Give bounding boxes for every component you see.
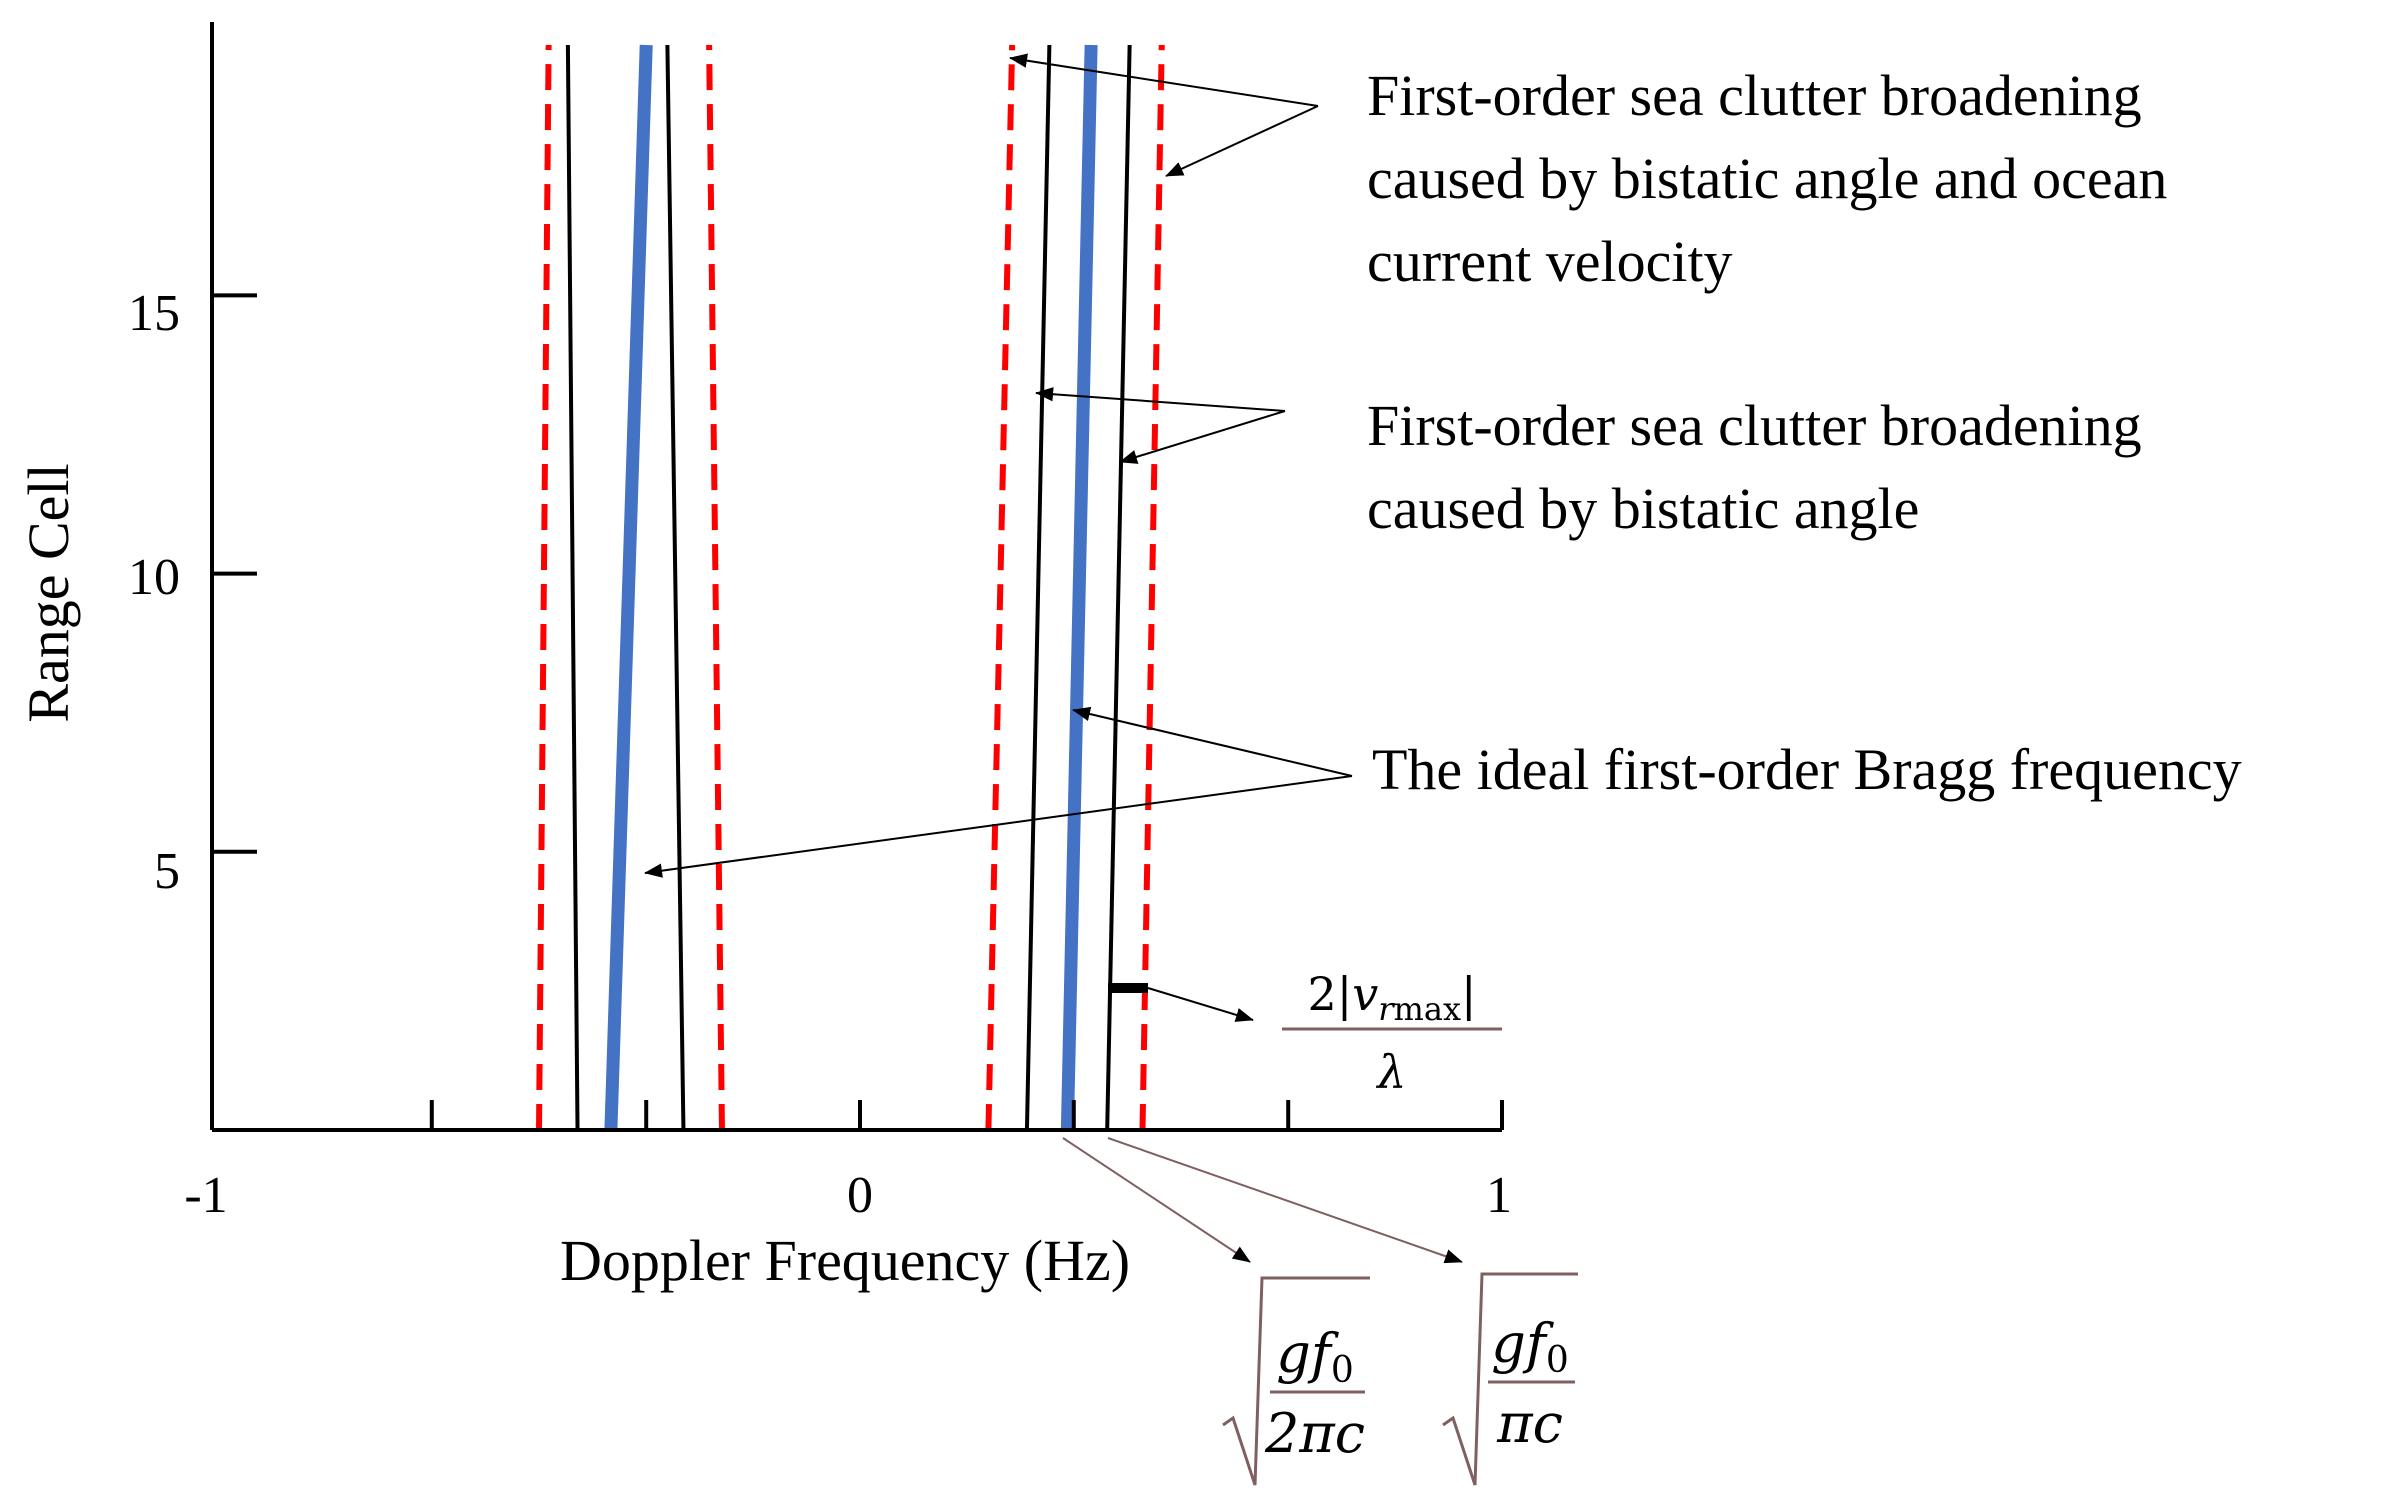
formula-sqrt-pi-sub0: 0 [1546, 1340, 1569, 1381]
annotation-bistatic-line-2: caused by bistatic angle [1367, 476, 1919, 541]
x-tick-label-0: 0 [847, 1167, 873, 1224]
annotation-bragg-line-1: The ideal first-order Bragg frequency [1372, 737, 2242, 802]
tick-layer [212, 293, 1504, 1130]
formula-vrmax-denominator: λ [1375, 1045, 1406, 1099]
y-tick-label-10: 10 [128, 549, 180, 606]
formula-sqrt-2pi: gf0 2πc [1062, 1137, 1370, 1486]
annotation-bragg: The ideal first-order Bragg frequency [1372, 737, 2242, 802]
arrow-bistatic-left [1035, 387, 1286, 412]
x-axis-title: Doppler Frequency (Hz) [560, 1228, 1130, 1293]
formula-vrmax-prefix: 2| [1307, 967, 1352, 1021]
series-bistatic-bound-positive-6 [1024, 44, 1052, 1131]
series-bistatic-bound-negative-5 [665, 44, 686, 1131]
annotation-current-line-2: caused by bistatic angle and ocean [1367, 146, 2167, 211]
y-tick-label-15: 15 [128, 285, 180, 342]
formula-sqrt-pi-g: g [1491, 1312, 1526, 1375]
x-tick-label-1: 1 [1486, 1167, 1512, 1224]
formula-vrmax-sub-r: r [1378, 990, 1395, 1028]
formula-sqrt-pi: gf0 πc [1107, 1137, 1578, 1486]
formula-sqrt-2pi-denominator: 2πc [1264, 1402, 1365, 1465]
formula-sqrt-pi-numerator: gf0 [1491, 1312, 1568, 1381]
series-bistatic-bound-negative-4 [565, 44, 580, 1131]
series-bragg-negative-8 [604, 44, 653, 1131]
annotation-current-line-3: current velocity [1367, 229, 1733, 294]
formula-vrmax-sub-max: max [1394, 990, 1461, 1028]
arrow-current-right [1165, 105, 1319, 177]
annotation-arrows [644, 53, 1353, 1022]
formula-sqrt-2pi-numerator: gf0 [1276, 1322, 1353, 1391]
series-current-bound-negative-1 [706, 44, 725, 1131]
annotation-current-line-1: First-order sea clutter broadening [1367, 63, 2142, 128]
formula-sqrt-2pi-sub0: 0 [1331, 1350, 1354, 1391]
leader-sqrt-pi [1107, 1137, 1463, 1264]
x-tick-label-neg1: -1 [184, 1167, 227, 1224]
formula-vrmax: 2|vrmax| λ [1282, 967, 1502, 1099]
arrow-bistatic-right [1119, 410, 1286, 464]
arrow-bragg-right [1072, 706, 1353, 777]
series-current-bound-positive-2 [985, 44, 1016, 1131]
series-bragg-positive-9 [1060, 44, 1098, 1131]
formula-sqrt-pi-denominator: πc [1496, 1392, 1563, 1455]
formula-vrmax-v: v [1352, 967, 1378, 1021]
series-bistatic-bound-positive-7 [1105, 44, 1132, 1131]
leader-sqrt-2pi [1062, 1137, 1251, 1263]
formula-sqrt-2pi-g: g [1276, 1322, 1311, 1385]
arrow-current-left [1009, 53, 1319, 107]
series-layer [536, 44, 1165, 1131]
y-tick-label-5: 5 [154, 843, 180, 900]
annotation-bistatic: First-order sea clutter broadening cause… [1367, 393, 2142, 541]
formula-vrmax-suffix: | [1461, 967, 1477, 1021]
y-axis-title: Range Cell [16, 463, 81, 722]
arrow-vrmax [1147, 987, 1254, 1022]
arrow-bragg-left [644, 775, 1353, 878]
formula-vrmax-numerator: 2|vrmax| [1307, 967, 1476, 1028]
annotation-current: First-order sea clutter broadening cause… [1367, 63, 2167, 294]
annotation-bistatic-line-1: First-order sea clutter broadening [1367, 393, 2142, 458]
series-current-bound-positive-3 [1139, 44, 1165, 1131]
series-current-bound-negative-0 [536, 44, 552, 1131]
sqrt-sign-pi [1442, 1272, 1578, 1486]
sqrt-sign-2pi [1222, 1276, 1370, 1486]
